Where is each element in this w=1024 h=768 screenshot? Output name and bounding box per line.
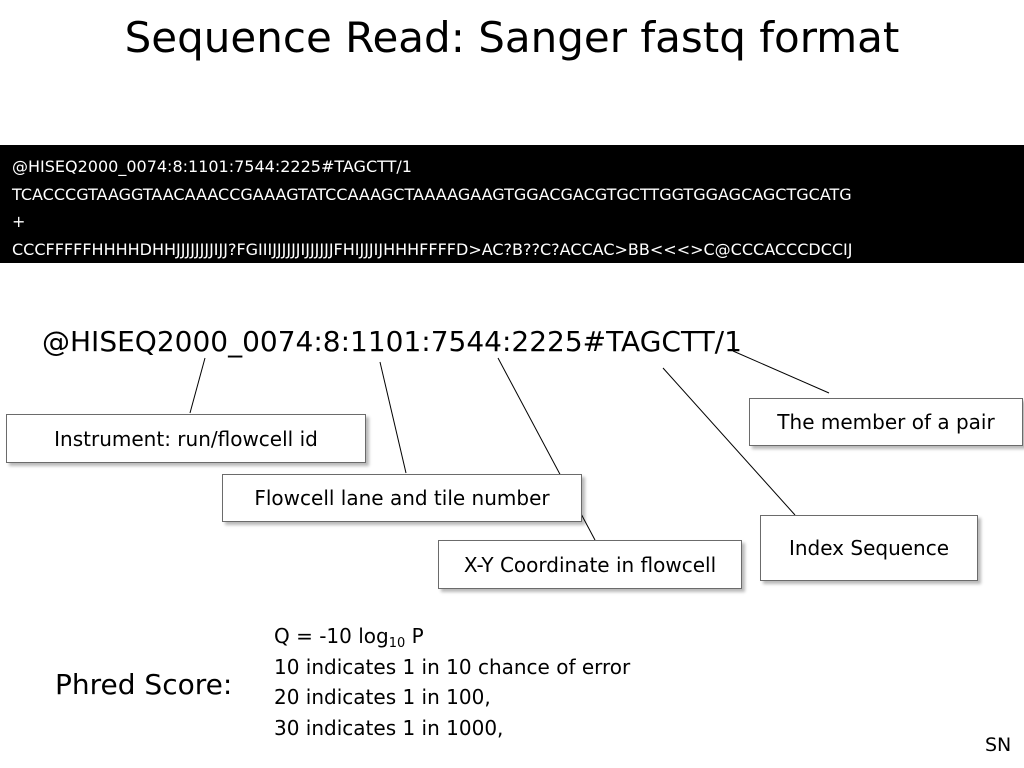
label-pair-member: The member of a pair — [749, 398, 1023, 446]
label-instrument: Instrument: run/flowcell id — [6, 414, 366, 463]
phred-line-20: 20 indicates 1 in 100, — [274, 685, 491, 709]
fastq-sequence-line: TCACCCGTAAGGTAACAAACCGAAAGTATCCAAAGCTAAA… — [12, 184, 852, 204]
phred-formula-suffix: P — [405, 624, 424, 648]
connector-lane-tile — [379, 361, 407, 474]
connector-pair — [732, 350, 830, 394]
fastq-header-line: @HISEQ2000_0074:8:1101:7544:2225#TAGCTT/… — [12, 157, 412, 176]
phred-line-30: 30 indicates 1 in 1000, — [274, 715, 504, 740]
connector-instrument — [189, 357, 206, 414]
slide-title: Sequence Read: Sanger fastq format — [124, 13, 900, 62]
phred-formula: Q = -10 log10 P — [274, 621, 630, 652]
fastq-quality-line: CCCFFFFFHHHHDHHJJJJJJJJIJJ?FGIIIJJJJJJIJ… — [12, 239, 853, 259]
label-xy-coord: X-Y Coordinate in flowcell — [438, 540, 742, 589]
footer-initials: SN — [985, 734, 1012, 756]
phred-formula-prefix: Q = -10 log — [274, 624, 389, 648]
label-index-sequence: Index Sequence — [760, 515, 978, 581]
fastq-record-box: @HISEQ2000_0074:8:1101:7544:2225#TAGCTT/… — [0, 145, 1024, 263]
phred-line-10: 10 indicates 1 in 10 chance of error — [274, 654, 631, 679]
phred-explanation: Q = -10 log10 P 10 indicates 1 in 10 cha… — [274, 621, 630, 743]
fastq-plus-line: + — [12, 212, 26, 231]
read-header-annotated: @HISEQ2000_0074:8:1101:7544:2225#TAGCTT/… — [42, 325, 742, 358]
phred-formula-subscript: 10 — [388, 636, 406, 651]
label-lane-tile: Flowcell lane and tile number — [222, 474, 582, 522]
phred-score-label: Phred Score: — [55, 668, 233, 701]
